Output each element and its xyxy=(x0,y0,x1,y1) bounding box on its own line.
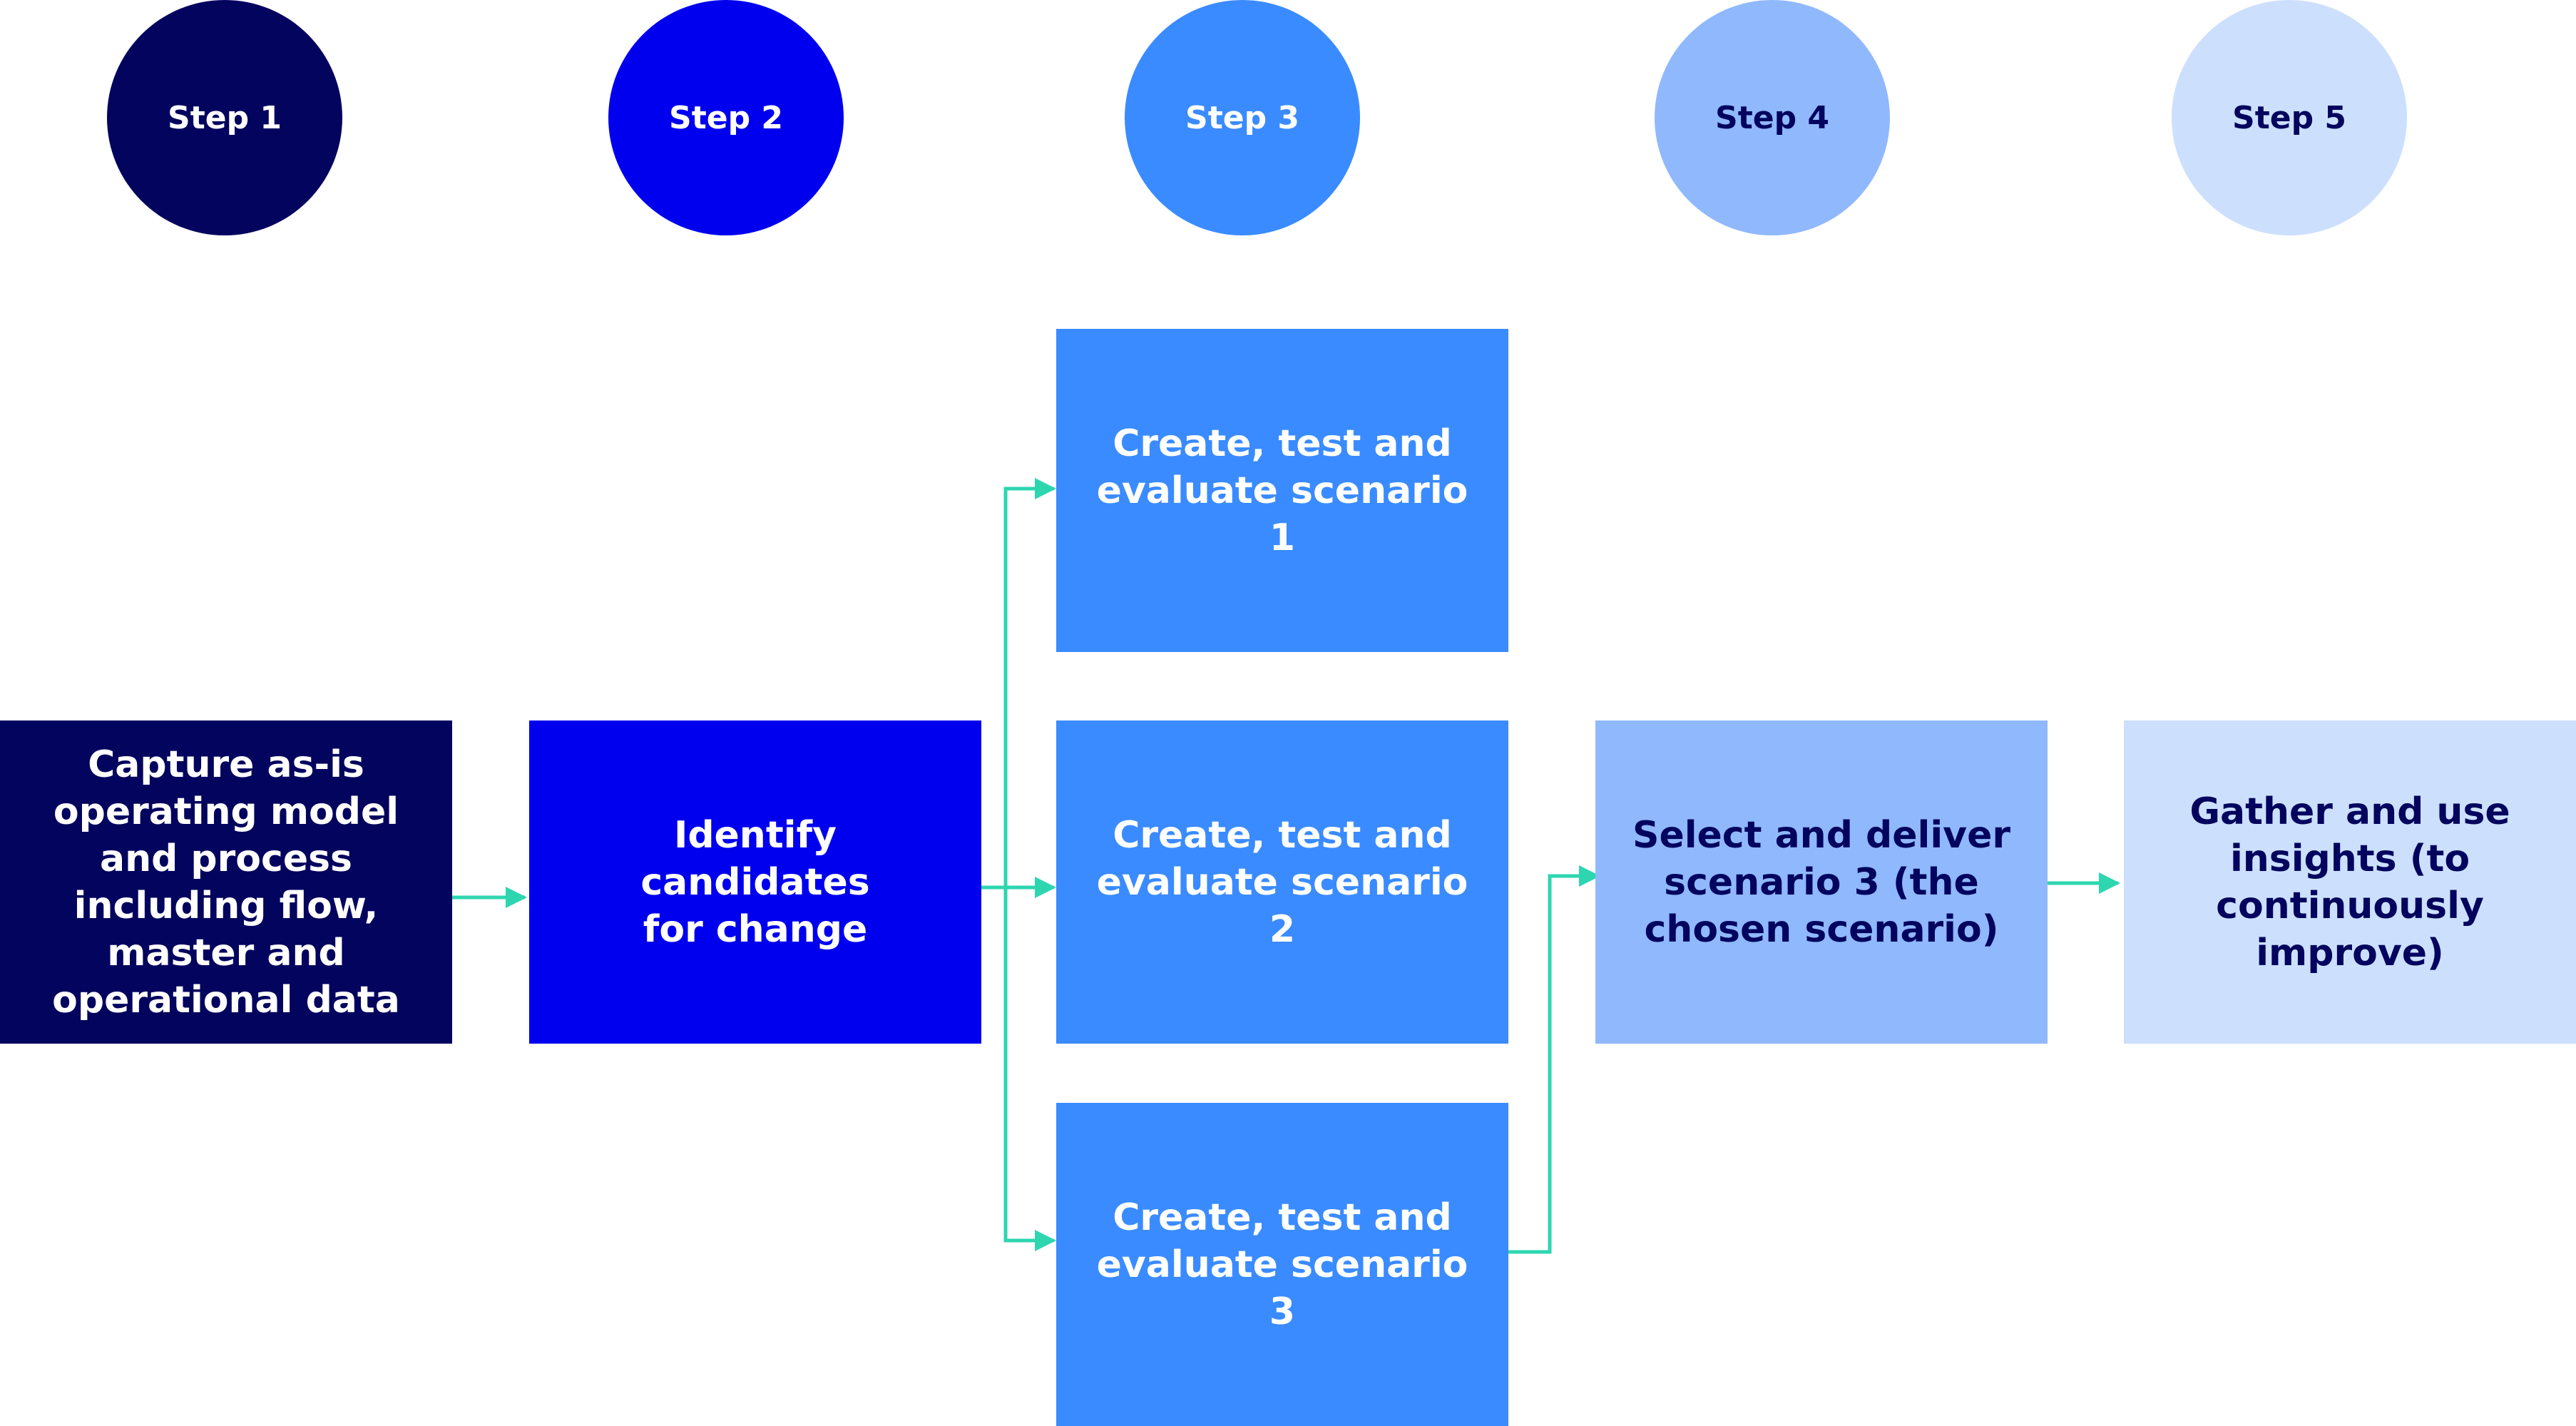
scenario-1-box: Create, test and evaluate scenario 1 xyxy=(1056,329,1508,652)
scenario-1-text: Create, test and evaluate scenario 1 xyxy=(1096,422,1468,559)
step-2-circle: Step 2 xyxy=(608,0,844,235)
identify-candidates-box: Identify candidates for change xyxy=(529,720,981,1044)
scenario-3-box: Create, test and evaluate scenario 3 xyxy=(1056,1103,1508,1426)
select-deliver-box: Select and deliver scenario 3 (the chose… xyxy=(1595,720,2048,1044)
capture-as-is-box: Capture as-is operating model and proces… xyxy=(0,720,452,1044)
arrow-identify-to-scenario3 xyxy=(1003,887,1056,1251)
arrow-identify-to-scenario1 xyxy=(981,478,1056,890)
step-2-label: Step 2 xyxy=(669,99,783,136)
scenario-2-box: Create, test and evaluate scenario 2 xyxy=(1056,720,1508,1044)
select-deliver-text: Select and deliver scenario 3 (the chose… xyxy=(1632,813,2010,951)
scenario-2-text: Create, test and evaluate scenario 2 xyxy=(1096,813,1468,951)
step-1-label: Step 1 xyxy=(168,99,282,136)
gather-insights-box: Gather and use insights (to continuously… xyxy=(2124,720,2576,1044)
scenario-3-text: Create, test and evaluate scenario 3 xyxy=(1096,1196,1468,1333)
step-4-circle: Step 4 xyxy=(1655,0,1890,235)
arrow-scenario3-to-select xyxy=(1508,865,1600,1254)
capture-as-is-text: Capture as-is operating model and proces… xyxy=(52,743,400,1022)
step-3-label: Step 3 xyxy=(1185,99,1299,136)
gather-insights-text: Gather and use insights (to continuously… xyxy=(2189,790,2510,974)
step-4-label: Step 4 xyxy=(1715,99,1829,136)
step-5-circle: Step 5 xyxy=(2172,0,2407,235)
step-1-circle: Step 1 xyxy=(107,0,342,235)
identify-candidates-text: Identify candidates for change xyxy=(640,813,870,951)
step-3-circle: Step 3 xyxy=(1125,0,1360,235)
step-5-label: Step 5 xyxy=(2232,99,2346,136)
